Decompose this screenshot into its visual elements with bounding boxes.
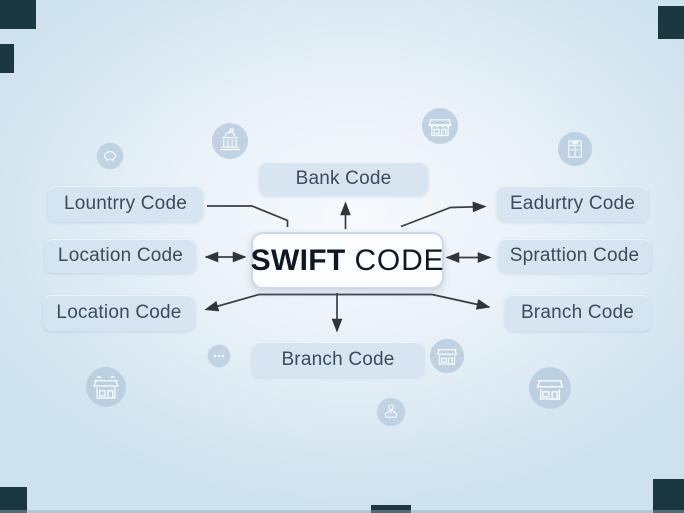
ellipsis-icon (207, 344, 231, 368)
corner-artifact (0, 44, 14, 73)
storefront-icon (429, 338, 465, 374)
node-branch-code-right: Branch Code (505, 295, 650, 331)
corner-artifact (658, 6, 684, 39)
bottom-edge-strip (0, 510, 684, 513)
node-label: Branch Code (281, 348, 395, 370)
node-branch-code-bottom: Branch Code (252, 342, 424, 377)
corner-artifact (0, 0, 36, 29)
node-label: Eadurtry Code (509, 193, 636, 214)
corner-artifact (371, 505, 411, 513)
node-label: Sprattion Code (509, 245, 640, 266)
swift-label-bold: SWIFT (250, 243, 346, 277)
corner-artifact (653, 479, 684, 513)
node-eadurtry-code: Eadurtry Code (497, 186, 648, 222)
node-label: Lountrry Code (63, 193, 187, 214)
node-lountrry-code: Lountrry Code (48, 186, 203, 222)
node-label: Location Code (57, 245, 184, 266)
bank-building-icon (211, 122, 249, 160)
node-sprattion-code: Sprattion Code (498, 239, 651, 273)
node-label: Location Code (56, 302, 182, 323)
node-label: Bank Code (295, 168, 392, 189)
swift-code-center-box: SWIFT CODE (251, 232, 444, 289)
node-location-code-mid: Location Code (45, 239, 196, 273)
storefront-icon (529, 367, 571, 409)
node-label: Branch Code (520, 302, 635, 323)
node-location-code-bottom: Location Code (43, 295, 195, 331)
storefront-icon (421, 107, 459, 145)
safe-icon (557, 131, 593, 167)
location-pin-icon (376, 397, 406, 427)
node-bank-code: Bank Code (259, 162, 428, 196)
piggy-bank-icon (96, 142, 124, 170)
swift-label-regular: CODE (354, 243, 445, 277)
corner-artifact (0, 487, 27, 513)
storefront-icon (86, 367, 126, 407)
